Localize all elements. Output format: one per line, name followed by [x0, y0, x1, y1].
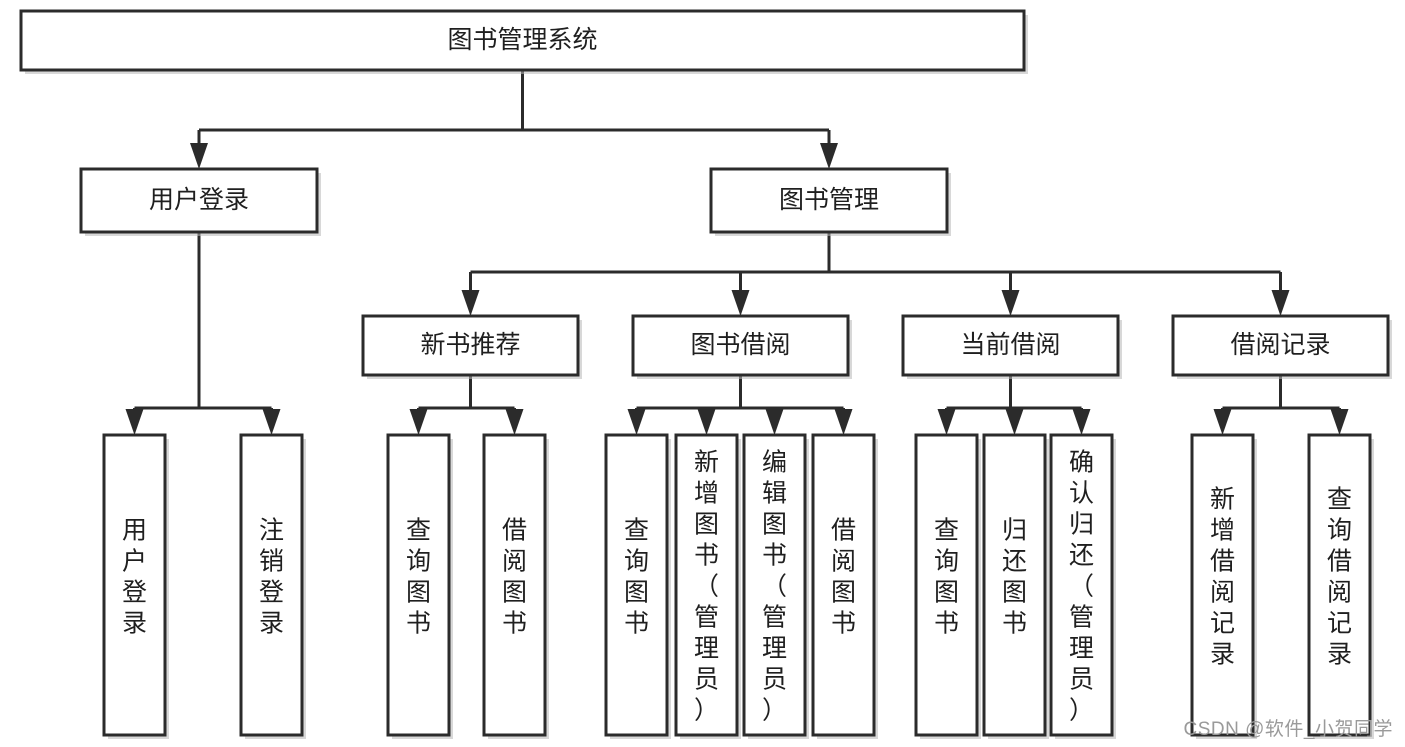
node-leaf-return-book[interactable]: 归还图书 — [982, 433, 1049, 739]
node-label: 编辑图书（管理员） — [762, 449, 787, 725]
node-label: 当前借阅 — [960, 331, 1060, 359]
arrow-head-icon — [820, 143, 838, 169]
node-box[interactable] — [1049, 433, 1114, 737]
arrow-head-icon — [731, 290, 750, 316]
node-box[interactable] — [1307, 433, 1372, 737]
node-root[interactable]: 图书管理系统 — [19, 9, 1028, 74]
node-book-manage[interactable]: 图书管理 — [709, 167, 951, 236]
node-leaf-confirm-return[interactable]: 确认归还（管理员） — [1049, 433, 1116, 739]
node-box[interactable] — [982, 433, 1047, 737]
node-leaf-borrow-book[interactable]: 借阅图书 — [811, 433, 878, 739]
node-box[interactable] — [1190, 433, 1255, 737]
node-label: 确认归还（管理员） — [1069, 449, 1094, 725]
node-leaf-user-login[interactable]: 用户登录 — [102, 433, 169, 739]
node-user-login[interactable]: 用户登录 — [79, 167, 321, 236]
node-label: 用户登录 — [122, 517, 147, 638]
node-book-borrow[interactable]: 图书借阅 — [631, 314, 852, 379]
node-box[interactable] — [386, 433, 451, 737]
node-box[interactable] — [102, 433, 167, 737]
node-box[interactable] — [901, 314, 1120, 377]
arrow-head-icon — [765, 409, 784, 435]
node-label: 查询借阅记录 — [1327, 486, 1352, 669]
arrow-head-icon — [1005, 409, 1024, 435]
node-label: 新书推荐 — [420, 331, 520, 359]
node-layer: 图书管理系统用户登录图书管理新书推荐图书借阅当前借阅借阅记录用户登录注销登录查询… — [19, 9, 1392, 739]
node-box[interactable] — [811, 433, 876, 737]
node-label: 图书管理系统 — [447, 26, 597, 54]
node-box[interactable] — [914, 433, 979, 737]
node-box[interactable] — [19, 9, 1026, 72]
node-label: 查询图书 — [934, 517, 959, 638]
arrow-head-icon — [262, 409, 281, 435]
node-label: 新增图书（管理员） — [694, 449, 719, 725]
node-label: 借阅记录 — [1230, 331, 1330, 359]
node-box[interactable] — [742, 433, 807, 737]
arrow-head-icon — [1271, 290, 1290, 316]
arrow-head-icon — [1001, 290, 1020, 316]
node-label: 注销登录 — [259, 517, 284, 638]
arrow-head-icon — [190, 143, 208, 169]
node-label: 用户登录 — [149, 186, 249, 214]
node-label: 新增借阅记录 — [1210, 486, 1235, 669]
node-new-book-rec[interactable]: 新书推荐 — [361, 314, 582, 379]
arrow-head-icon — [505, 409, 524, 435]
node-leaf-logout[interactable]: 注销登录 — [239, 433, 306, 739]
node-box[interactable] — [604, 433, 669, 737]
node-box[interactable] — [361, 314, 580, 377]
node-label: 归还图书 — [1002, 517, 1027, 638]
node-leaf-add-record[interactable]: 新增借阅记录 — [1190, 433, 1257, 739]
node-leaf-edit-book[interactable]: 编辑图书（管理员） — [742, 433, 809, 739]
connector-layer — [125, 70, 1349, 435]
arrow-head-icon — [834, 409, 853, 435]
node-leaf-borrow-book-rec[interactable]: 借阅图书 — [482, 433, 549, 739]
node-box[interactable] — [674, 433, 739, 737]
node-box[interactable] — [482, 433, 547, 737]
arrow-head-icon — [627, 409, 646, 435]
node-current-borrow[interactable]: 当前借阅 — [901, 314, 1122, 379]
node-leaf-query-record[interactable]: 查询借阅记录 — [1307, 433, 1374, 739]
node-box[interactable] — [79, 167, 319, 234]
node-leaf-add-book[interactable]: 新增图书（管理员） — [674, 433, 741, 739]
node-leaf-query-book-cur[interactable]: 查询图书 — [914, 433, 981, 739]
node-borrow-record[interactable]: 借阅记录 — [1171, 314, 1392, 379]
node-box[interactable] — [709, 167, 949, 234]
arrow-head-icon — [1330, 409, 1349, 435]
node-label: 查询图书 — [406, 517, 431, 638]
node-label: 图书管理 — [779, 186, 879, 214]
node-box[interactable] — [1171, 314, 1390, 377]
node-label: 查询图书 — [624, 517, 649, 638]
node-leaf-query-book-rec[interactable]: 查询图书 — [386, 433, 453, 739]
arrow-head-icon — [1213, 409, 1232, 435]
node-leaf-query-book-borrow[interactable]: 查询图书 — [604, 433, 671, 739]
arrow-head-icon — [697, 409, 716, 435]
arrow-head-icon — [409, 409, 428, 435]
node-label: 图书借阅 — [690, 331, 790, 359]
node-label: 借阅图书 — [831, 517, 856, 638]
node-box[interactable] — [631, 314, 850, 377]
arrow-head-icon — [937, 409, 956, 435]
node-box[interactable] — [239, 433, 304, 737]
arrow-head-icon — [1072, 409, 1091, 435]
node-label: 借阅图书 — [502, 517, 527, 638]
arrow-head-icon — [461, 290, 480, 316]
arrow-head-icon — [125, 409, 144, 435]
